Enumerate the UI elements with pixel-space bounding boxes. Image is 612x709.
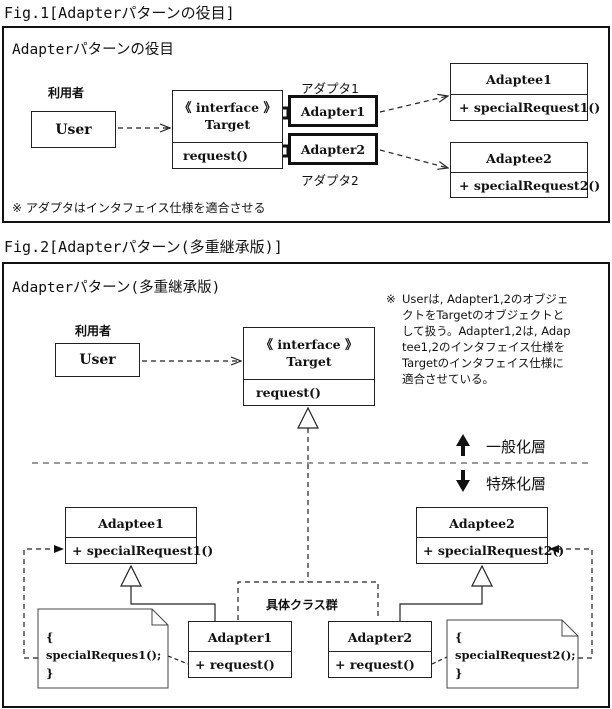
fig2-code2-text: { specialRequest2(); } <box>455 628 576 682</box>
code-line: { <box>46 630 54 644</box>
fig1-adapter1-name: Adapter1 <box>300 103 366 119</box>
fig1-user-class: User <box>31 111 116 148</box>
fig2-adaptee1-method: + specialRequest1() <box>72 542 214 558</box>
code-line: { <box>455 630 463 644</box>
fig2-note-line: して扱う。Adapter1,2は, Adap <box>402 324 571 338</box>
fig2-note-line: Userは, Adapter1,2のオブジェ <box>402 292 569 306</box>
fig1-adaptee2-class: Adaptee2 + specialRequest2() <box>450 142 601 198</box>
fig1-target-stereotype: 《 interface 》 <box>179 99 276 115</box>
fig1-adaptee2-method: + specialRequest2() <box>459 177 601 193</box>
fig1-user-role: 利用者 <box>48 86 85 100</box>
fig1-adaptee1-class: Adaptee1 + specialRequest1() <box>450 63 601 121</box>
fig1-adapter2-box: Adapter2 <box>288 133 378 165</box>
fig2-adaptee2-method: + specialRequest2() <box>423 542 565 558</box>
fig1-adaptee1-name: Adaptee1 <box>486 71 552 87</box>
fig2-adaptee1-name: Adaptee1 <box>98 515 164 531</box>
fig2-adaptee2-name: Adaptee2 <box>449 515 515 531</box>
fig1-adapter2-label: アダプタ2 <box>301 173 359 188</box>
fig1-adapter2-name: Adapter2 <box>300 141 366 157</box>
fig1-adapter1-label: アダプタ1 <box>301 81 359 96</box>
fig2-target-interface: 《 interface 》 Target request() <box>243 327 375 406</box>
fig1-adaptee2-name: Adaptee2 <box>486 150 552 166</box>
fig2-general-layer-label: 一般化層 <box>486 438 547 456</box>
fig2-adapter1-name: Adapter1 <box>207 629 273 645</box>
fig2-note-mark: ※ <box>386 292 396 306</box>
fig2-user-name: User <box>79 352 116 368</box>
fig2-adapter2-class: Adapter2 + request() <box>328 621 432 678</box>
code-line: } <box>455 666 463 680</box>
fig2-adaptee1-class: Adaptee1 + specialRequest1() <box>65 507 214 564</box>
code-line: specialRequest2(); <box>455 648 576 662</box>
fig2-target-name: Target <box>286 353 332 369</box>
fig2-adapter2-method: + request() <box>335 656 415 672</box>
fig1-user-name: User <box>55 121 92 138</box>
fig1-heading: Adapterパターンの役目 <box>12 42 174 58</box>
fig2-special-layer-label: 特殊化層 <box>486 475 547 493</box>
code-line: specialReques1(); <box>46 648 162 662</box>
code-line: } <box>46 666 54 680</box>
fig2-note-line: tee1,2のインタフェイス仕様を <box>402 340 566 354</box>
fig1-target-interface: 《 interface 》 Target request() <box>172 90 283 169</box>
fig2-note-line: 適合させている。 <box>402 372 494 386</box>
fig2-concrete-group-label: 具体クラス群 <box>266 598 338 612</box>
fig1-caption: Fig.1[Adapterパターンの役目] <box>4 4 235 22</box>
fig2-note: Userは, Adapter1,2のオブジェ クトをTargetのオブジェクトと… <box>402 291 606 387</box>
fig1-note: ※ アダプタはインタフェイス仕様を適合させる <box>12 201 266 215</box>
fig1-adapter1-box: Adapter1 <box>288 95 378 127</box>
fig1-adaptee1-method: + specialRequest1() <box>459 99 601 115</box>
fig1-target-method: request() <box>183 147 248 163</box>
fig2-target-stereotype: 《 interface 》 <box>260 336 358 352</box>
fig2-adapter1-method: + request() <box>195 656 275 672</box>
fig2-user-role: 利用者 <box>75 324 112 338</box>
fig2-target-method: request() <box>256 384 321 400</box>
fig2-code1-text: { specialReques1(); } <box>46 628 161 682</box>
fig2-note-line: クトをTargetのオブジェクトと <box>402 308 565 322</box>
fig2-caption: Fig.2[Adapterパターン(多重継承版)] <box>4 238 283 256</box>
fig2-note-line: Targetのインタフェイス仕様に <box>402 356 564 370</box>
fig2-adapter2-name: Adapter2 <box>347 629 413 645</box>
fig2-adapter1-class: Adapter1 + request() <box>188 621 292 678</box>
fig2-heading: Adapterパターン(多重継承版) <box>12 280 221 296</box>
fig2-user-class: User <box>55 343 140 377</box>
fig1-target-name: Target <box>204 116 251 132</box>
fig2-adaptee2-class: Adaptee2 + specialRequest2() <box>416 507 565 564</box>
